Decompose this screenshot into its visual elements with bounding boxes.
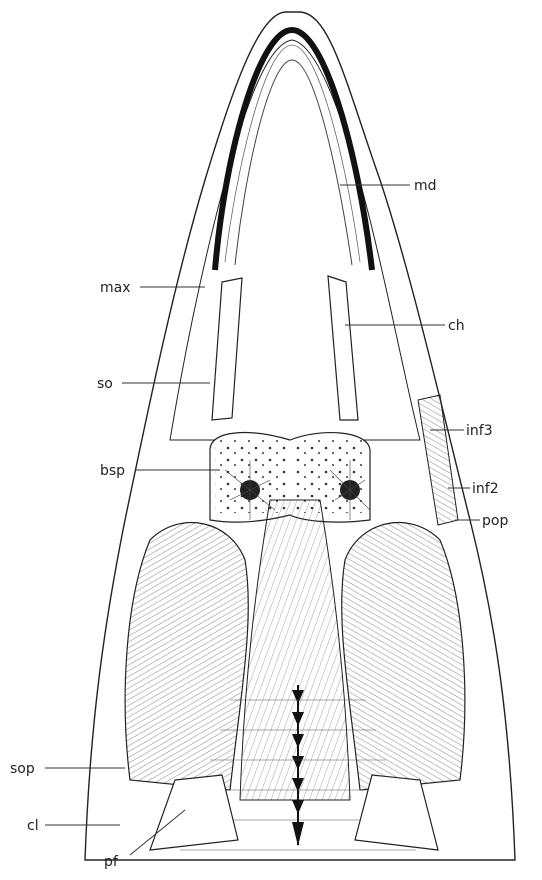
label-max-text: max [100, 280, 131, 296]
label-so-text: so [97, 376, 113, 392]
label-inf3-text: inf3 [466, 423, 493, 439]
label-ch-text: ch [448, 318, 465, 334]
label-bsp-text: bsp [100, 463, 125, 479]
label-md-text: md [414, 178, 437, 194]
subopercle-left [125, 523, 248, 790]
label-sop-text: sop [10, 761, 35, 777]
label-pf-text: pf [104, 854, 119, 870]
label-inf2-text: inf2 [472, 481, 499, 497]
label-cl-text: cl [27, 818, 39, 834]
label-pop-text: pop [482, 513, 508, 529]
subopercle-right [342, 523, 465, 790]
